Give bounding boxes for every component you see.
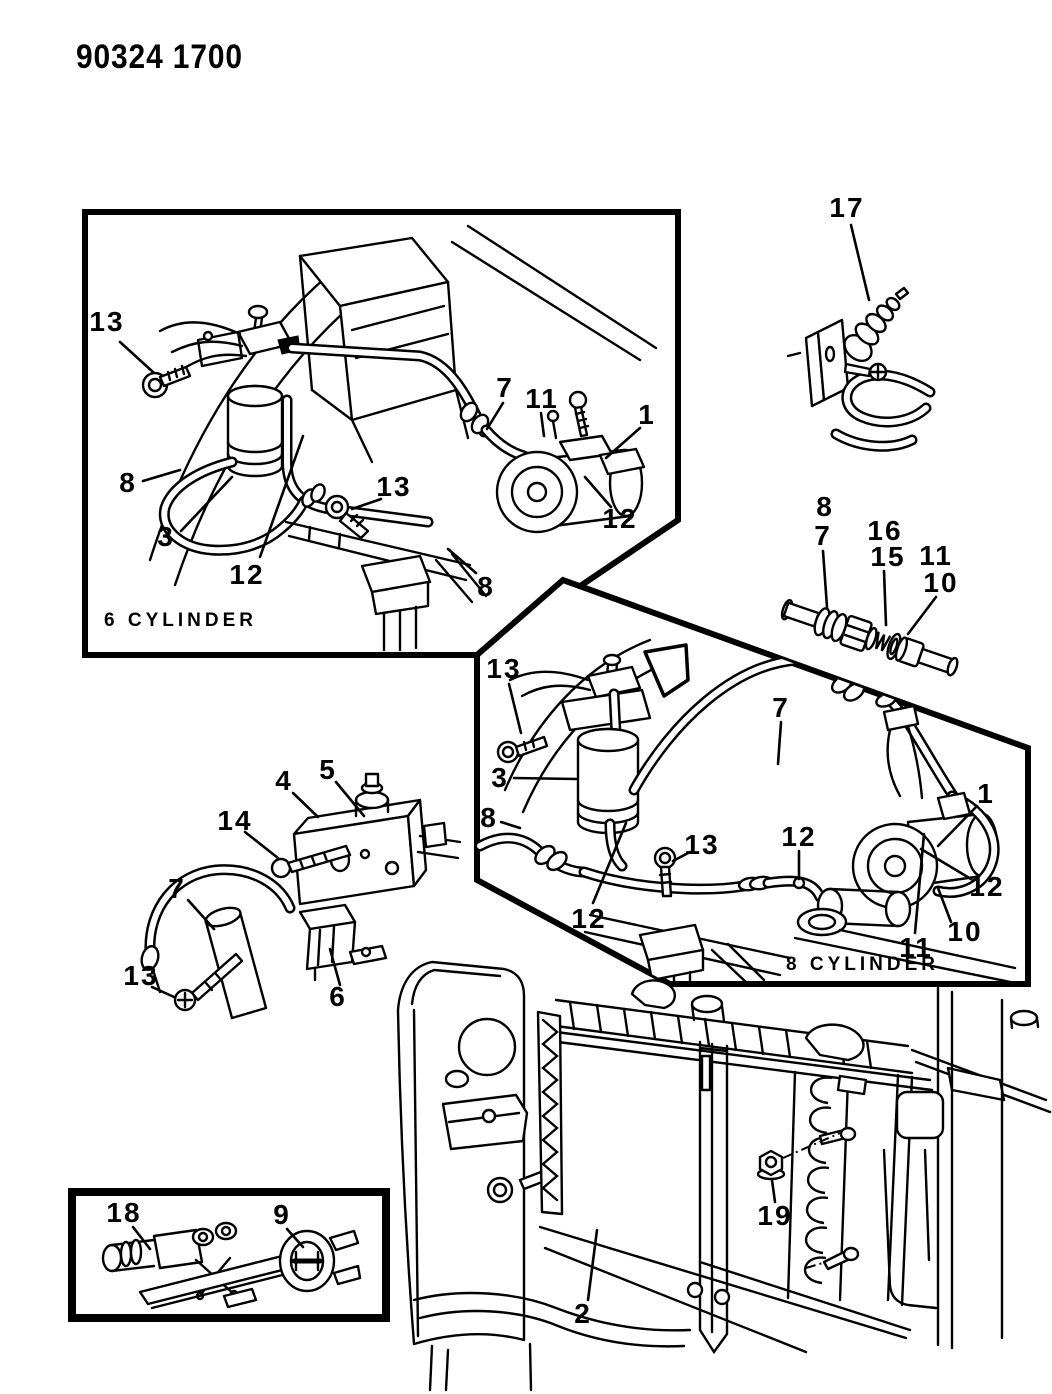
callout-19: 19 [757,1200,793,1231]
callout-12: 12 [229,559,265,590]
callout-leader-lines [118,223,979,1302]
callout-1: 1 [638,399,656,430]
callout-7: 7 [168,873,186,904]
callout-4: 4 [275,765,293,796]
callout-13: 13 [123,960,159,991]
fitting-assembly [780,598,959,677]
callout-12: 12 [571,903,607,934]
eight-cylinder-panel [474,576,1031,987]
callout-7: 7 [814,520,832,551]
callout-6: 6 [329,981,347,1012]
callout-13: 13 [376,471,412,502]
expansion-valve-assembly [140,772,462,1020]
callout-7: 7 [772,692,790,723]
eight-cylinder-label: 8 CYLINDER [786,954,939,975]
callout-18: 18 [106,1197,142,1228]
callout-1: 1 [977,778,995,809]
callout-10: 10 [947,916,983,947]
callout-12: 12 [781,821,817,852]
callout-8: 8 [477,571,495,602]
callout-5: 5 [319,754,337,785]
callout-11: 11 [919,540,953,571]
callout-7: 7 [496,372,514,403]
callout-3: 3 [157,521,175,552]
callout-2: 2 [574,1298,592,1329]
callout-10: 10 [923,567,959,598]
switch-grommet-inset [68,1188,390,1322]
callout-13: 13 [89,306,125,337]
callout-8: 8 [816,491,834,522]
radiator-condenser-assembly [396,960,1052,1392]
callout-8: 8 [119,467,137,498]
callout-13: 13 [486,653,522,684]
six-cylinder-label: 6 CYLINDER [104,610,257,631]
callout-12: 12 [602,503,638,534]
callout-9: 9 [273,1199,291,1230]
callout-8: 8 [480,802,498,833]
callout-15: 15 [870,541,906,572]
six-cylinder-panel [82,209,681,658]
callout-11: 11 [899,932,933,963]
callout-17: 17 [829,192,865,223]
callout-11: 11 [525,383,559,414]
callout-13: 13 [684,829,720,860]
callout-12: 12 [969,871,1005,902]
charge-port-bracket [786,286,936,452]
callout-16: 16 [867,515,903,546]
part-number: 90324 1700 [76,38,243,76]
callout-14: 14 [217,805,253,836]
callout-3: 3 [491,762,509,793]
